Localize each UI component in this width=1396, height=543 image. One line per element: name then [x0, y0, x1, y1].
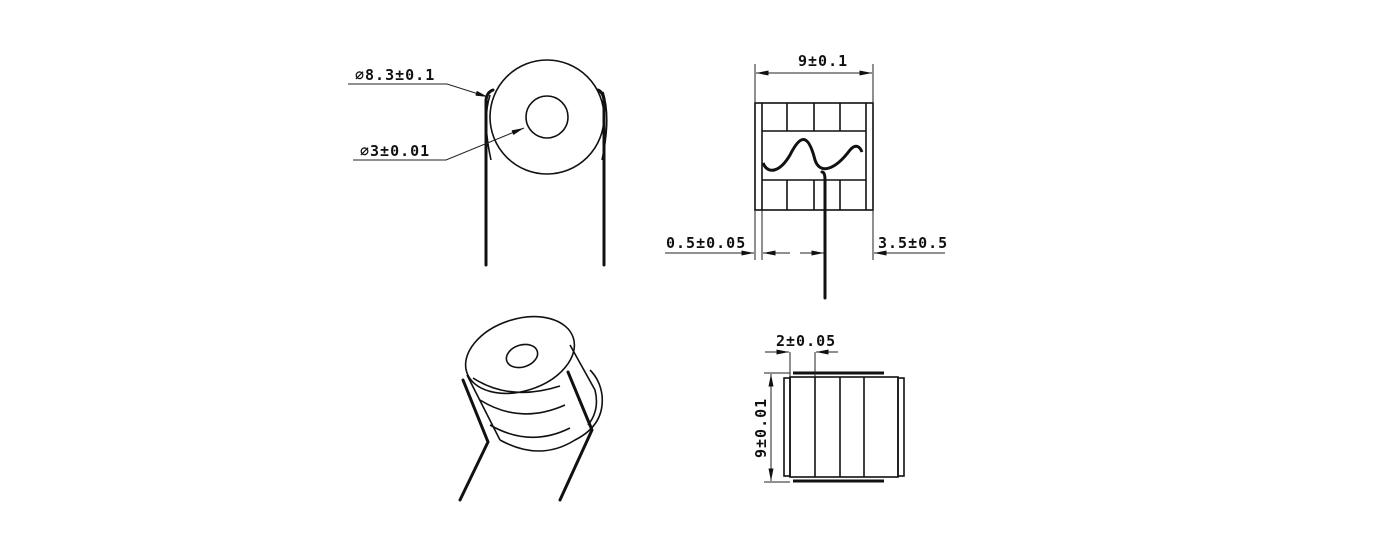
right-lead [596, 88, 606, 267]
coil-wave [761, 138, 864, 172]
height-label: 9±0.01 [752, 398, 770, 458]
isometric-view [458, 315, 604, 502]
end-cap-label: 0.5±0.05 [666, 234, 746, 252]
lead-offset-label: 3.5±0.5 [878, 234, 948, 252]
side-lead [820, 170, 827, 300]
front-view: ⌀8.3±0.1 ⌀3±0.01 [348, 59, 608, 267]
side-view: 9±0.1 0.5±0.05 3.5±0.5 [665, 52, 948, 300]
top-view: 2±0.05 9±0.01 [752, 332, 905, 483]
inner-hole [525, 95, 569, 139]
segment-width-label: 2±0.05 [776, 332, 836, 350]
outer-diameter-label: ⌀8.3±0.1 [355, 66, 435, 84]
outer-circle [489, 59, 605, 175]
width-label: 9±0.1 [798, 52, 848, 70]
inner-diameter-label: ⌀3±0.01 [360, 142, 430, 160]
